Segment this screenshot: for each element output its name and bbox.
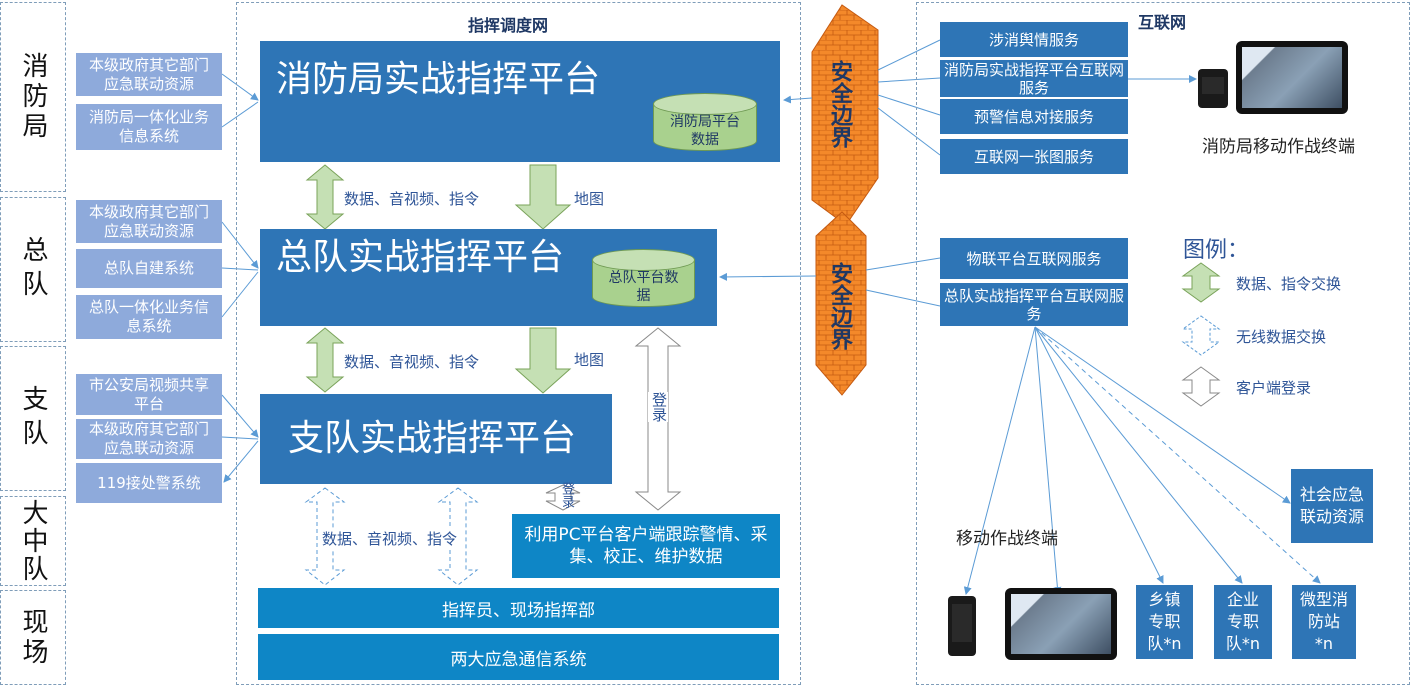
input-bureau-business-system: 消防局一体化业务信息系统	[76, 104, 222, 150]
level-onsite: 现场	[0, 590, 66, 685]
input-detachment-119: 119接处警系统	[76, 463, 222, 503]
bureau-database-icon: 消防局平台数据	[653, 93, 757, 151]
bureau-tablet-icon	[1236, 41, 1348, 114]
legend-hollow-arrow-icon	[1181, 366, 1221, 407]
legend-wireless-exchange: 无线数据交换	[1236, 328, 1327, 346]
legend-data-exchange: 数据、指令交换	[1236, 275, 1342, 293]
map-arrow-corps-detachment	[514, 327, 572, 394]
level-bureau: 消防局	[0, 2, 66, 192]
firewall-bottom-label: 安全边界	[827, 262, 852, 350]
platform-bureau-title: 消防局实战指挥平台	[276, 59, 601, 100]
mobile-tablet-icon	[1005, 588, 1117, 660]
level-corps: 总队	[0, 197, 66, 342]
service-corps-internet: 总队实战指挥平台互联网服务	[940, 283, 1128, 326]
platform-bureau: 消防局实战指挥平台 消防局平台数据	[260, 41, 780, 162]
platform-detachment: 支队实战指挥平台	[260, 394, 612, 484]
link-label-map-2: 地图	[574, 351, 605, 369]
bureau-terminal-label: 消防局移动作战终端	[1202, 137, 1355, 157]
input-corps-gov-resources: 本级政府其它部门应急联动资源	[76, 200, 222, 243]
corps-database-icon: 总队平台数据	[592, 249, 695, 307]
pc-client-box: 利用PC平台客户端跟踪警情、采集、校正、维护数据	[512, 514, 780, 578]
login-arrow-short	[545, 484, 581, 511]
service-bureau-internet: 消防局实战指挥平台互联网服务	[940, 60, 1128, 97]
dispatch-network-zone	[236, 2, 801, 685]
link-label-login-long: 登录	[648, 392, 668, 422]
double-arrow-corps-detachment	[305, 327, 345, 393]
legend-client-login: 客户端登录	[1236, 379, 1312, 397]
link-label-map-1: 地图	[574, 190, 605, 208]
input-corps-self-built: 总队自建系统	[76, 249, 222, 288]
level-detachment: 支队	[0, 346, 66, 491]
mobile-terminal-label: 移动作战终端	[956, 529, 1058, 549]
mobile-phone-icon	[948, 596, 976, 656]
team-micro-station: 微型消防站*n	[1292, 585, 1356, 659]
social-resources-box: 社会应急联动资源	[1291, 469, 1373, 543]
internet-zone	[916, 2, 1410, 685]
dispatch-network-title: 指挥调度网	[468, 16, 549, 35]
firewall-top-label: 安全边界	[827, 60, 852, 148]
platform-corps-title: 总队实战指挥平台	[276, 237, 565, 278]
level-brigade: 大中队	[0, 496, 66, 586]
platform-corps: 总队实战指挥平台 总队平台数据	[260, 229, 717, 326]
platform-detachment-title: 支队实战指挥平台	[288, 418, 577, 459]
firewall-bottom	[815, 211, 867, 396]
input-corps-business-system: 总队一体化业务信息系统	[76, 295, 222, 339]
bar-commanders: 指挥员、现场指挥部	[258, 588, 779, 628]
input-detachment-video: 市公安局视频共享平台	[76, 374, 222, 415]
service-public-opinion: 涉消舆情服务	[940, 22, 1128, 57]
team-township: 乡镇专职队*n	[1136, 585, 1193, 659]
input-detachment-gov-resources: 本级政府其它部门应急联动资源	[76, 419, 222, 459]
legend-dashed-arrow-icon	[1181, 315, 1221, 356]
bar-emergency-comms: 两大应急通信系统	[258, 634, 779, 680]
bureau-phone-icon	[1198, 69, 1228, 108]
link-label-data-3: 数据、音视频、指令	[320, 528, 460, 549]
internet-title: 互联网	[1138, 13, 1187, 32]
legend-solid-arrow-icon	[1181, 262, 1221, 303]
input-bureau-gov-resources: 本级政府其它部门应急联动资源	[76, 53, 222, 96]
team-enterprise: 企业专职队*n	[1214, 585, 1272, 659]
firewall-top	[811, 4, 879, 226]
service-iot: 物联平台互联网服务	[940, 238, 1128, 279]
service-early-warning: 预警信息对接服务	[940, 99, 1128, 134]
link-label-login-short: 登录	[559, 482, 574, 508]
link-label-data-2: 数据、音视频、指令	[344, 353, 480, 371]
map-arrow-bureau-corps	[514, 164, 572, 230]
link-label-data-1: 数据、音视频、指令	[344, 190, 480, 208]
service-internet-map: 互联网一张图服务	[940, 139, 1128, 174]
legend-title: 图例：	[1183, 238, 1250, 263]
